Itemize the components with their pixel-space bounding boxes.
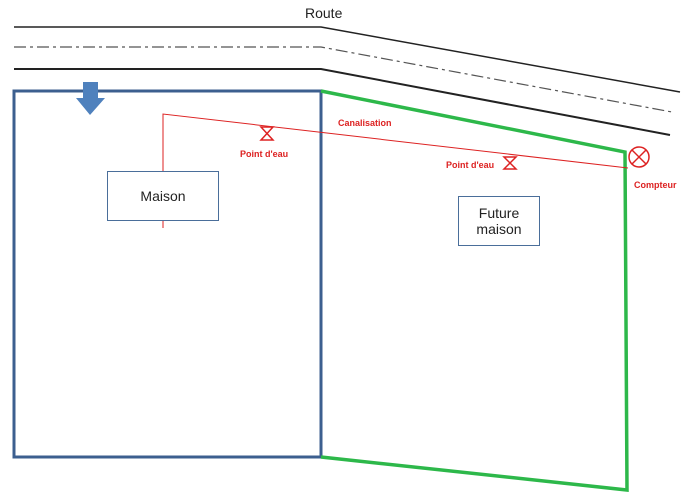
pipe [162, 113, 629, 228]
valve-icon [502, 156, 518, 170]
existing-plot [12, 89, 323, 459]
road [14, 26, 681, 136]
valve-icon [259, 126, 275, 141]
meter-icon [628, 146, 650, 168]
water-point-label: Point d'eau [446, 160, 495, 170]
water-point-label: Point d'eau [240, 149, 289, 159]
house-box: Maison [107, 171, 219, 221]
road-label: Route [305, 5, 343, 21]
pipe-label: Canalisation [338, 118, 392, 128]
house-label: Maison [140, 188, 186, 204]
meter-label: Compteur [634, 180, 677, 190]
future-house-box: Future maison [458, 196, 540, 246]
entrance-arrow-icon [76, 82, 105, 115]
new-plot [320, 89, 629, 492]
future-house-label: Future maison [476, 205, 522, 237]
